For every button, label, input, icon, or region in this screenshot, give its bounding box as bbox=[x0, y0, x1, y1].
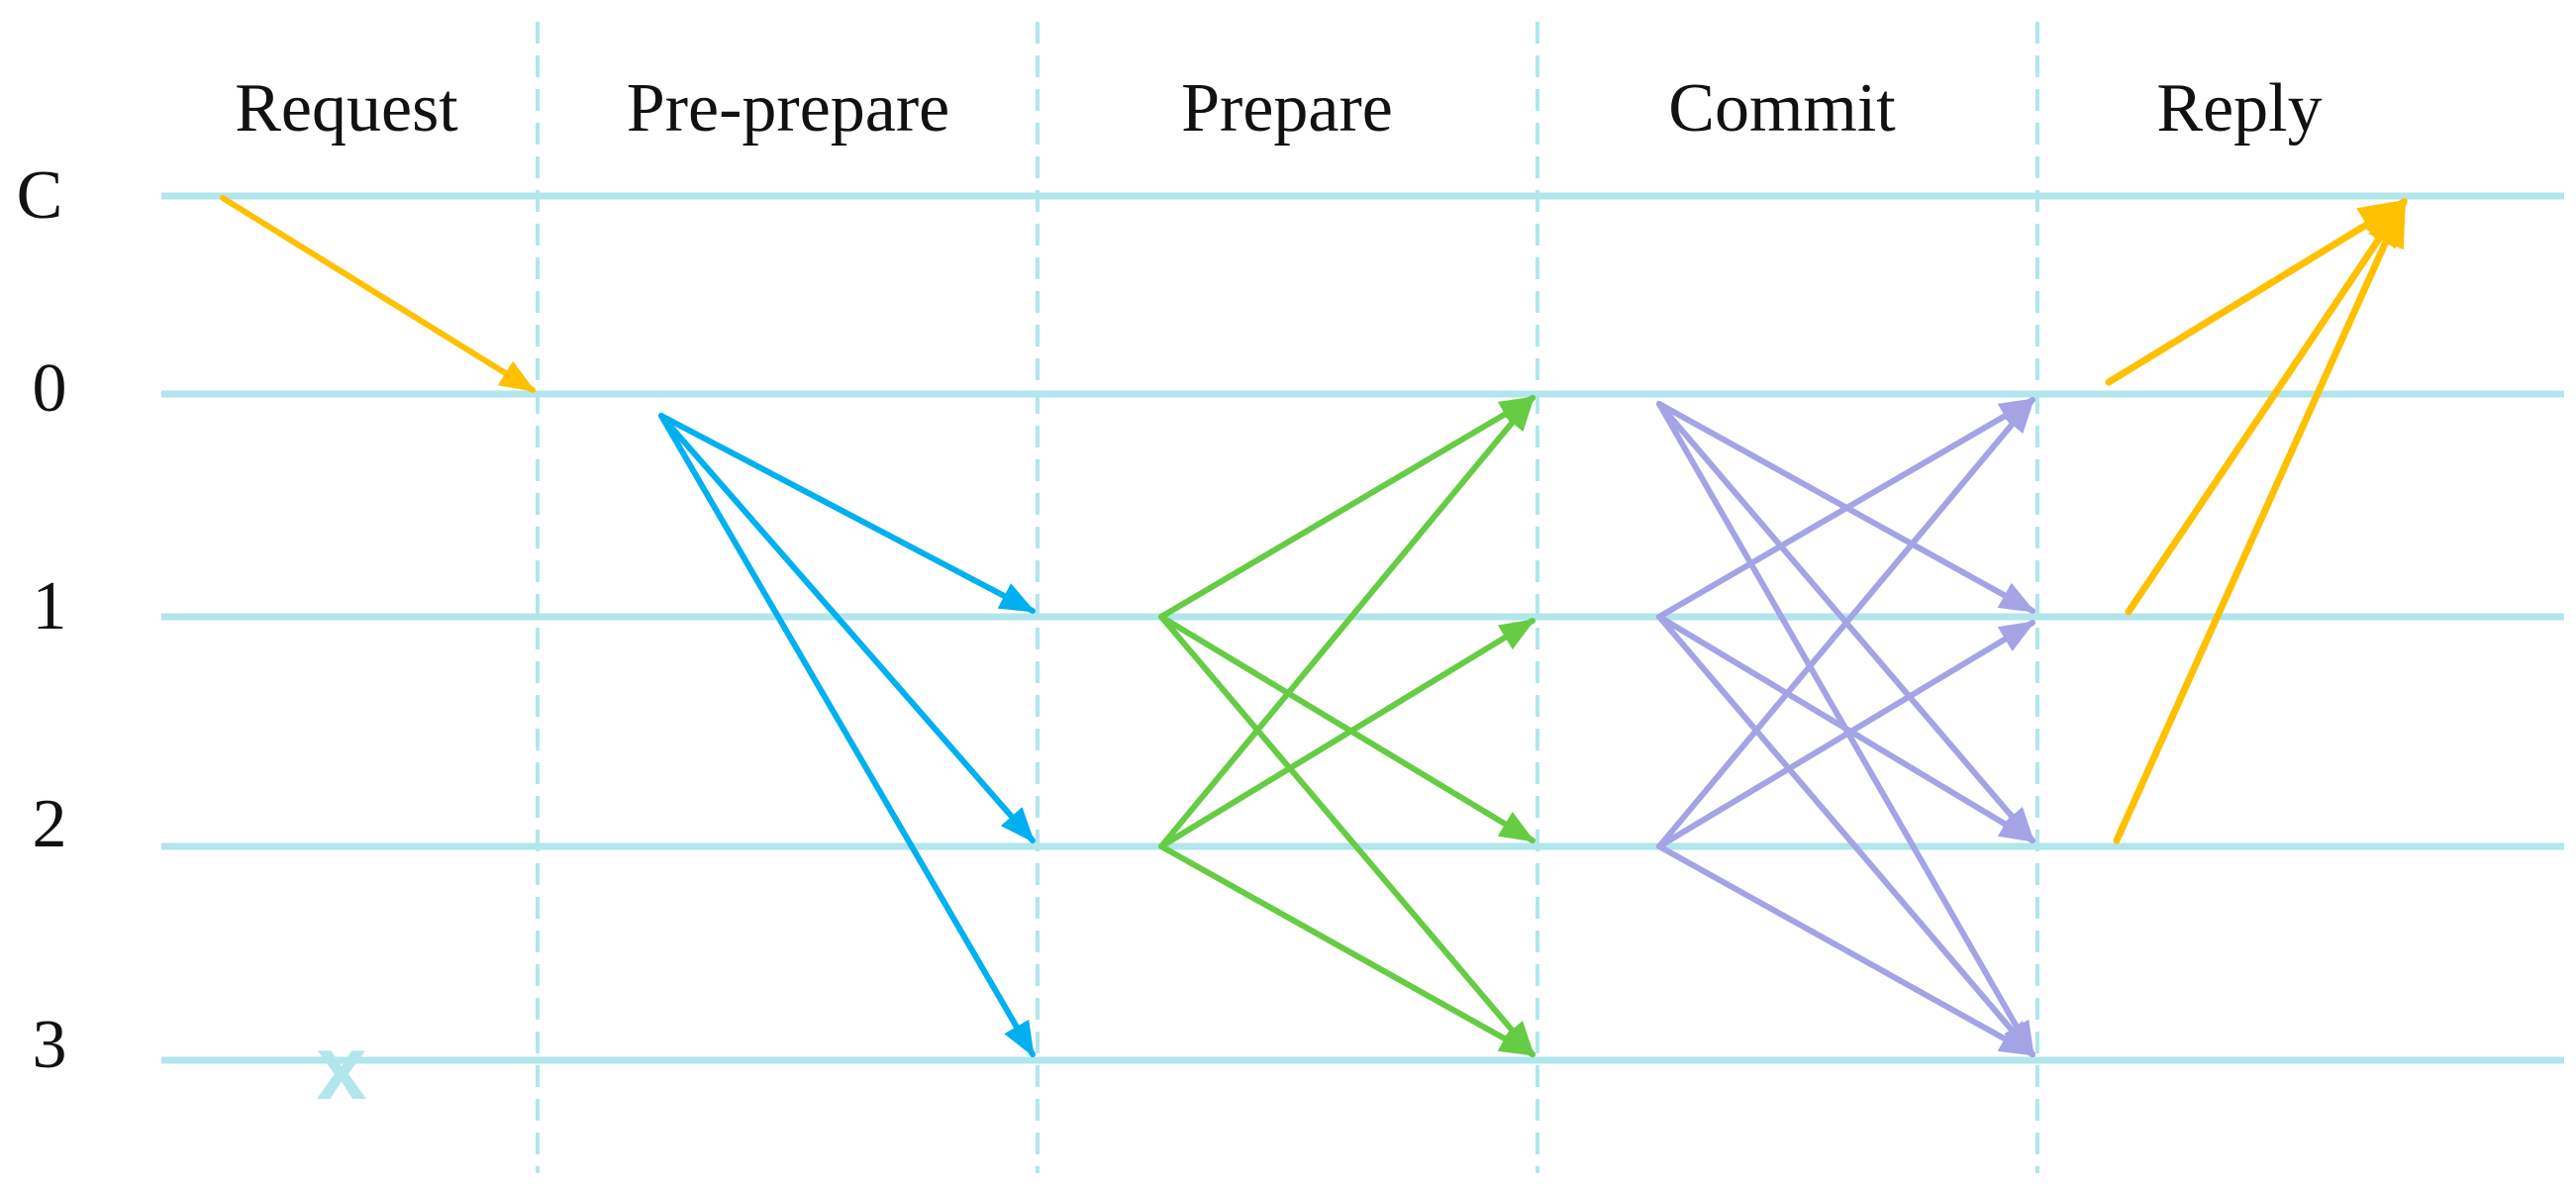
node-label-c: C bbox=[17, 157, 63, 234]
failure-mark: x bbox=[316, 1018, 366, 1119]
pre-prepare-arrow-0-to-1 bbox=[658, 413, 1037, 614]
prepare-arrow-2-to-3 bbox=[1158, 843, 1536, 1057]
messages bbox=[220, 195, 2409, 1058]
prepare-arrow-1-to-0 bbox=[1158, 395, 1536, 620]
pre-prepare-arrow-0-to-3 bbox=[658, 413, 1036, 1058]
commit-arrow-1-to-0 bbox=[1656, 397, 2036, 620]
commit-arrow-1-to-3 bbox=[1656, 614, 2035, 1057]
commit-arrow-1-to-2 bbox=[1656, 614, 2036, 843]
phase-label-reply: Reply bbox=[2156, 70, 2322, 147]
node-label-1: 1 bbox=[33, 568, 67, 644]
phase-label-prepare: Prepare bbox=[1181, 70, 1393, 147]
node-label-3: 3 bbox=[33, 1007, 67, 1083]
commit-arrow-2-to-3 bbox=[1656, 843, 2036, 1057]
reply-arrow-0-to-c bbox=[2105, 198, 2409, 386]
reply-arrow-1-to-c bbox=[2125, 197, 2408, 616]
phase-label-request: Request bbox=[235, 70, 458, 147]
labels: Request Pre-prepare Prepare Commit Reply… bbox=[17, 70, 2323, 1119]
reply-arrow-2-to-c bbox=[2113, 197, 2408, 844]
prepare-arrow-2-to-1 bbox=[1158, 618, 1536, 849]
request-arrow-c-to-0 bbox=[220, 195, 537, 393]
grid bbox=[161, 22, 2564, 1173]
node-label-0: 0 bbox=[33, 350, 67, 427]
commit-arrow-2-to-1 bbox=[1656, 620, 2036, 849]
commit-arrow-2-to-0 bbox=[1656, 397, 2035, 849]
prepare-arrow-2-to-0 bbox=[1158, 395, 1536, 849]
node-label-2: 2 bbox=[33, 786, 67, 862]
phase-label-pre-prepare: Pre-prepare bbox=[627, 70, 949, 147]
pre-prepare-arrow-0-to-2 bbox=[658, 413, 1036, 843]
prepare-arrow-1-to-2 bbox=[1158, 614, 1536, 843]
phase-label-commit: Commit bbox=[1668, 70, 1896, 147]
prepare-arrow-1-to-3 bbox=[1158, 614, 1536, 1057]
